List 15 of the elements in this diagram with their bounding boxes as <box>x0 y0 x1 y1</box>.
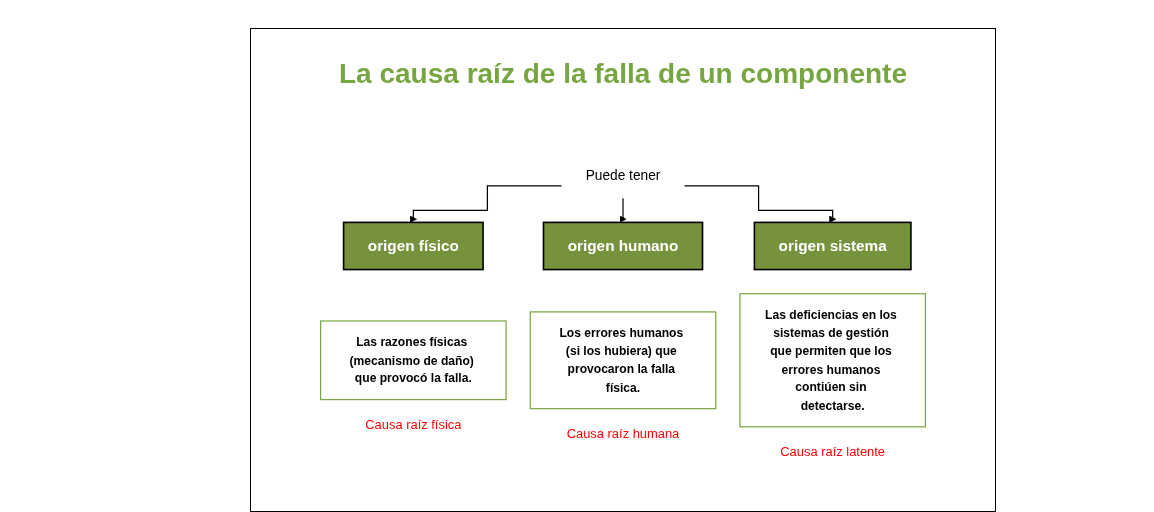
arrow <box>683 185 837 223</box>
arrow <box>619 197 627 223</box>
node-label: Causa raíz física <box>365 417 462 432</box>
node-label: Causa raíz humana <box>566 426 680 441</box>
node-label: Causa raíz latente <box>780 444 886 459</box>
arrow <box>409 185 563 223</box>
node-box <box>542 221 704 271</box>
slide-frame: La causa raíz de la falla de un componente Puede tener origen físico origen humano origen sistema Las razones físicas (mecanismo de daño) que provocó la falla. Causa raíz física Los errores humanos (si los hubiera) que provocaron la falla física. Causa raíz humana Las deficiencias en los sistemas de gestión que permiten que los errores humanos contiúen sin detectarse. Causa raíz latente <box>250 28 996 512</box>
node-box <box>342 221 484 271</box>
node-box <box>529 311 717 410</box>
node-box <box>739 293 926 428</box>
node-box <box>320 320 507 401</box>
node-box <box>753 221 912 271</box>
title: La causa raíz de la falla de un componente <box>338 57 908 91</box>
node-text: Puede tener <box>585 167 661 184</box>
